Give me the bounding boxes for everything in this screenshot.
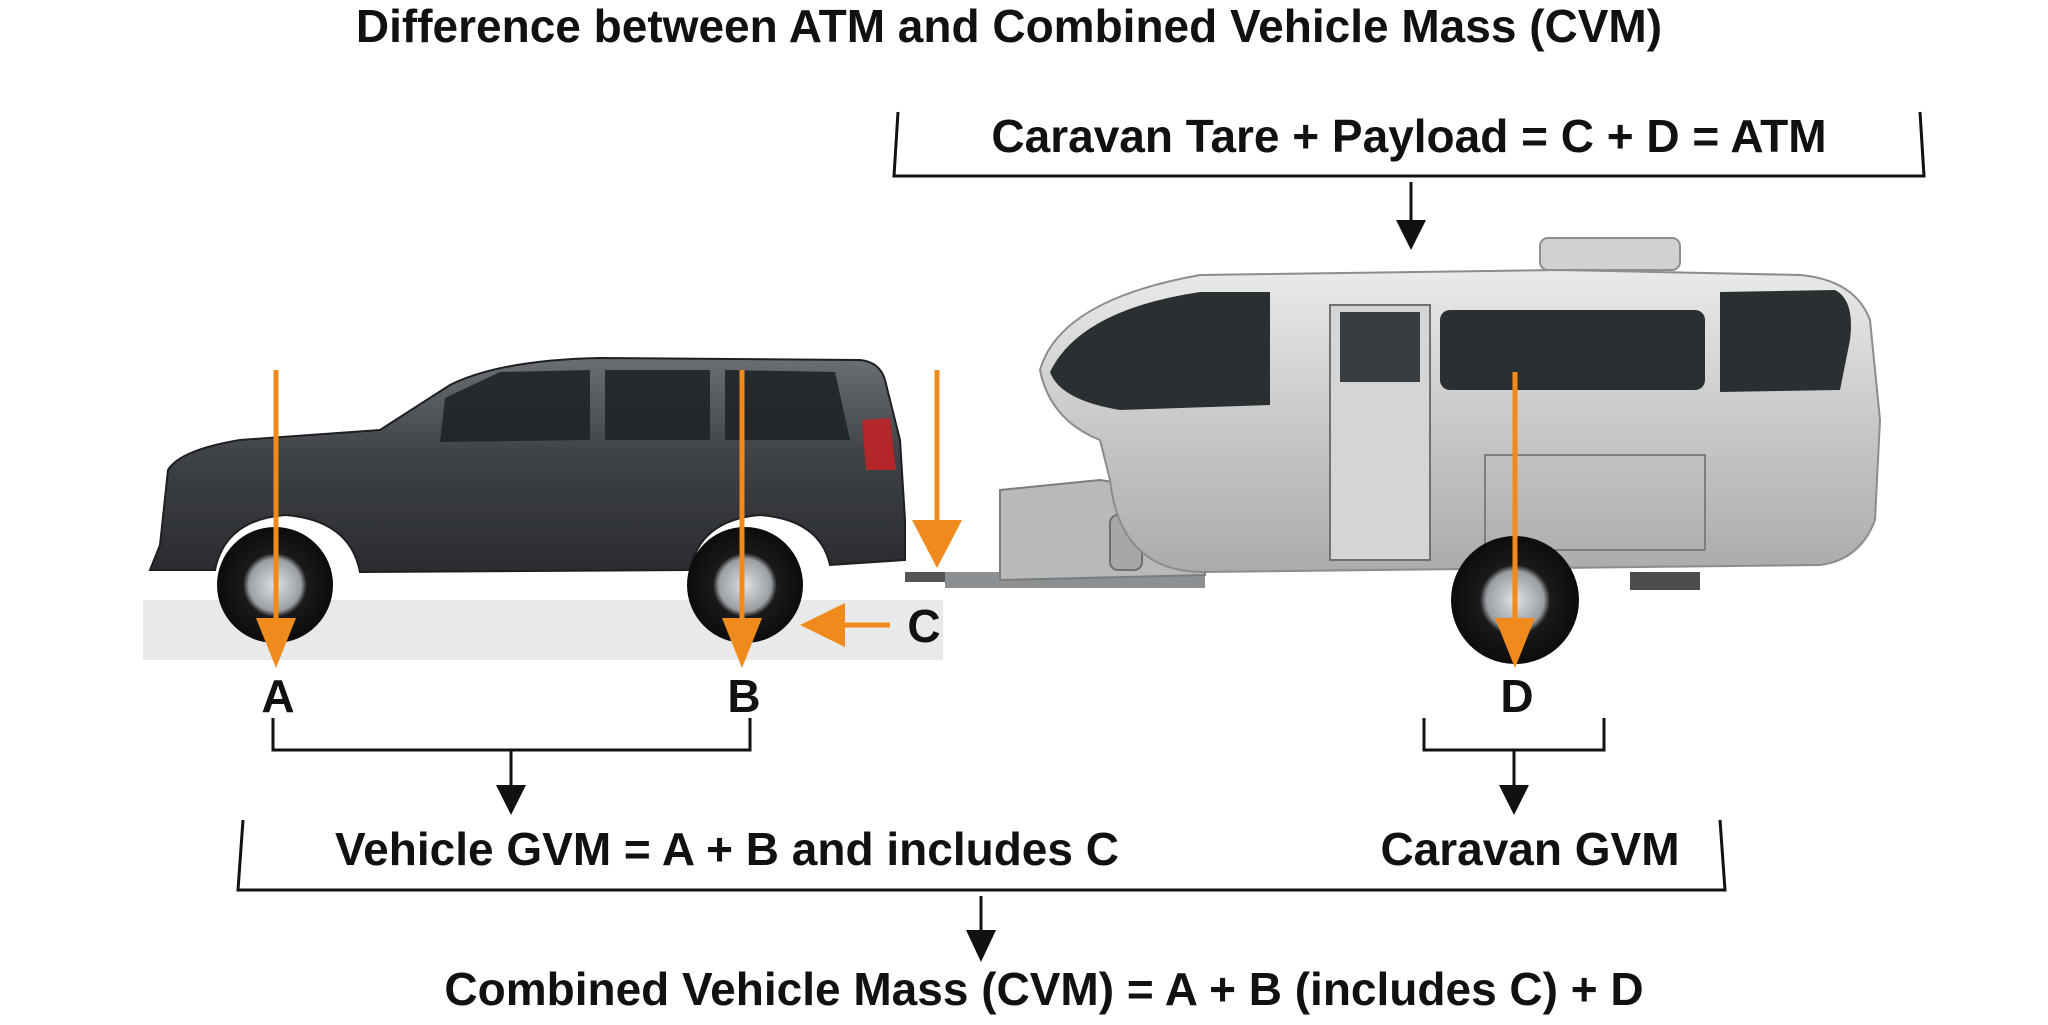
vehicle-gvm-bracket	[271, 718, 752, 815]
cvm-label: Combined Vehicle Mass (CVM) = A + B (inc…	[444, 963, 1643, 1015]
load-arrow-c-down	[912, 370, 962, 568]
suv-illustration	[143, 356, 950, 660]
atm-down-arrow	[1396, 182, 1426, 250]
load-arrow-d	[1495, 372, 1535, 668]
caravan-stabiliser	[1630, 572, 1700, 590]
caravan-illustration	[945, 237, 1882, 664]
car-windows	[440, 370, 850, 442]
point-c-label: C	[907, 600, 940, 652]
car-tow-hitch	[905, 572, 950, 582]
caravan-gvm-label: Caravan GVM	[1380, 823, 1679, 875]
load-arrow-c-left	[800, 603, 890, 647]
vehicle-gvm-label: Vehicle GVM = A + B and includes C	[335, 823, 1119, 875]
caravan-side-hatch	[1484, 454, 1706, 551]
car-rear-wheel	[687, 527, 803, 643]
diagram-title: Difference between ATM and Combined Vehi…	[356, 0, 1662, 52]
caravan-rear-window	[1720, 290, 1851, 392]
caravan-roof-hatch	[1539, 237, 1681, 271]
caravan-side-window	[1440, 310, 1705, 390]
gvm-box: Vehicle GVM = A + B and includes C Carav…	[236, 819, 1727, 892]
atm-box: Caravan Tare + Payload = C + D = ATM	[892, 110, 1926, 178]
caravan-front-window	[1050, 292, 1270, 410]
cvm-down-arrow	[966, 896, 996, 962]
car-body	[148, 356, 906, 574]
point-d-label: D	[1500, 670, 1533, 722]
atm-box-label: Caravan Tare + Payload = C + D = ATM	[991, 110, 1826, 162]
car-taillight	[862, 418, 896, 470]
load-arrow-a	[256, 370, 296, 668]
point-a-label: A	[261, 670, 294, 722]
caravan-door-window	[1340, 312, 1420, 382]
caravan-gvm-bracket	[1422, 718, 1606, 815]
load-arrow-b	[722, 370, 762, 668]
point-b-label: B	[727, 670, 760, 722]
